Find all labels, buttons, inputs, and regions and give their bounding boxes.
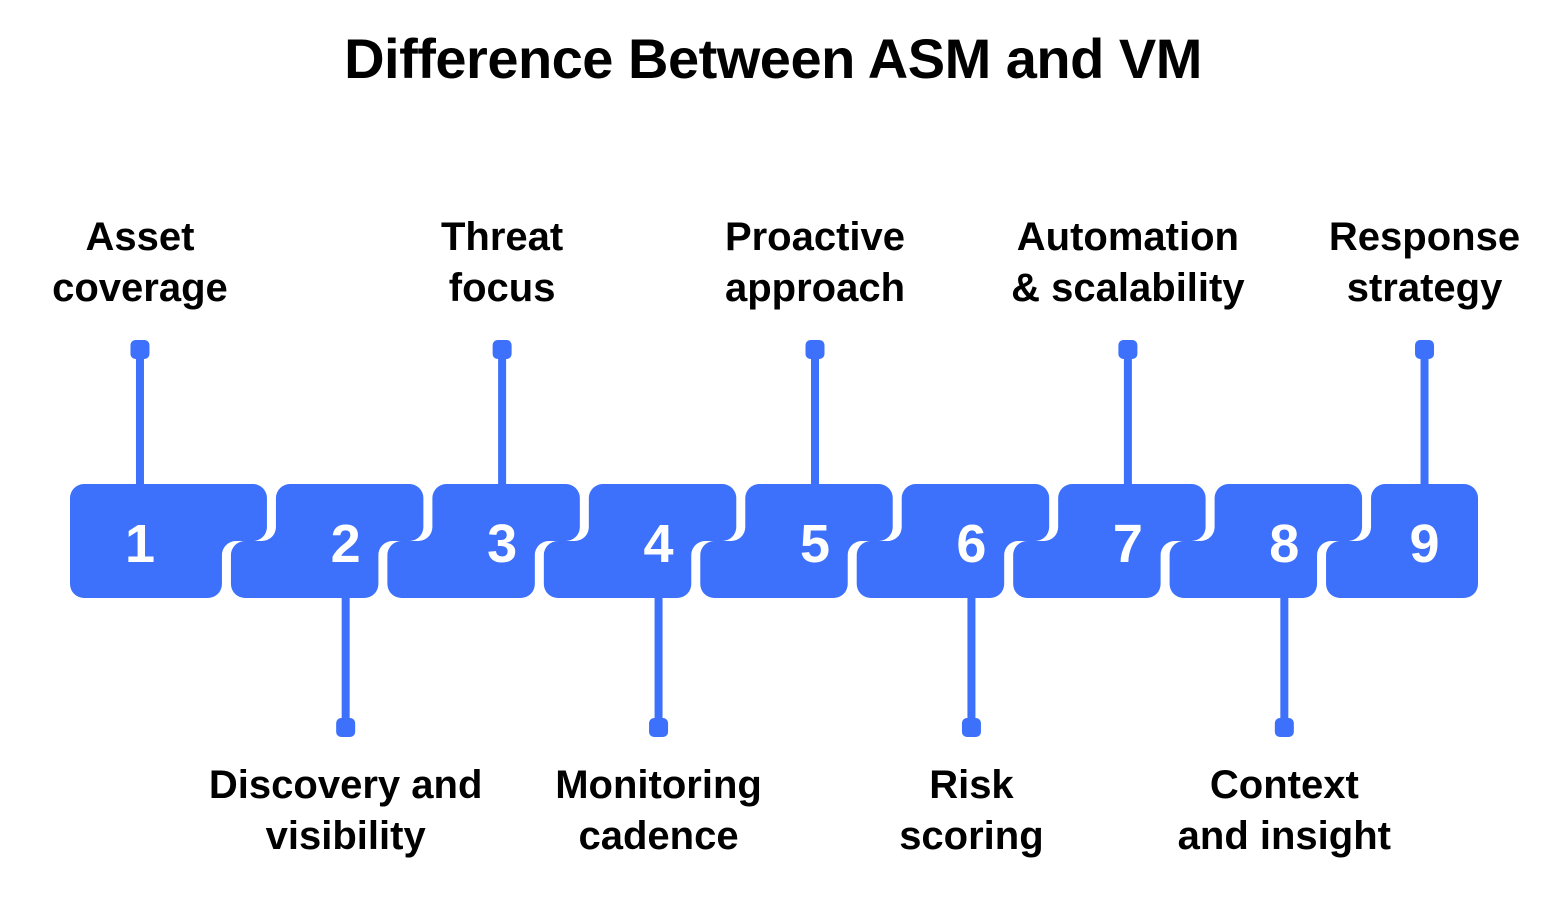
step-segment-1[interactable] xyxy=(70,484,267,598)
connector-line-2 xyxy=(341,592,350,722)
step-segment-6[interactable] xyxy=(856,484,1050,598)
step-number-2: 2 xyxy=(330,514,361,574)
connector-line-1 xyxy=(135,355,144,490)
connector-cap-6 xyxy=(961,718,981,737)
step-segment-2[interactable] xyxy=(230,484,424,598)
step-number-8: 8 xyxy=(1269,514,1300,574)
step-segment-5[interactable] xyxy=(700,484,893,598)
step-segment-8[interactable] xyxy=(1169,484,1363,598)
step-label-1: Asset coverage xyxy=(52,215,228,311)
step-label-3: Threat focus xyxy=(440,215,564,311)
connector-line-5 xyxy=(811,355,819,490)
step-number-1: 1 xyxy=(124,514,155,574)
step-segment-9[interactable] xyxy=(1326,484,1478,598)
connector-line-7 xyxy=(1123,355,1132,490)
step-number-4: 4 xyxy=(643,514,674,574)
connector-line-9 xyxy=(1420,355,1429,490)
connector-cap-9 xyxy=(1415,340,1435,359)
connector-cap-1 xyxy=(130,340,150,359)
step-label-9: Response strategy xyxy=(1328,215,1521,311)
step-segment-7[interactable] xyxy=(1013,484,1206,598)
step-number-7: 7 xyxy=(1112,514,1143,574)
step-number-3: 3 xyxy=(487,514,518,574)
step-label-7: Automation & scalability xyxy=(1011,215,1245,311)
step-label-4: Monitoring cadence xyxy=(555,763,762,859)
step-segment-3[interactable] xyxy=(387,484,580,598)
step-label-5: Proactive approach xyxy=(724,215,906,311)
connector-cap-3 xyxy=(492,340,512,359)
step-label-8: Context and insight xyxy=(1177,763,1391,859)
page-title: Difference Between ASM and VM xyxy=(344,27,1202,90)
segment-group xyxy=(70,484,1478,598)
connector-line-3 xyxy=(498,355,507,490)
step-label-6: Risk scoring xyxy=(899,763,1044,859)
step-number-5: 5 xyxy=(799,514,831,574)
connector-line-6 xyxy=(967,592,976,722)
step-segment-4[interactable] xyxy=(543,484,737,598)
connector-cap-5 xyxy=(805,340,825,359)
connector-cap-4 xyxy=(649,718,669,737)
connector-cap-8 xyxy=(1274,718,1294,737)
step-number-6: 6 xyxy=(956,514,987,574)
connector-group xyxy=(130,340,1435,737)
connector-cap-2 xyxy=(336,718,356,737)
connector-line-8 xyxy=(1280,592,1289,722)
step-label-2: Discovery and visibility xyxy=(208,763,483,859)
connector-cap-7 xyxy=(1118,340,1138,359)
connector-line-4 xyxy=(654,592,663,722)
step-number-9: 9 xyxy=(1409,514,1440,574)
